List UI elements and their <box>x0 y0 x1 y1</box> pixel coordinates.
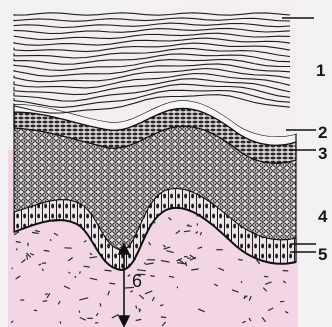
dermis-fiber <box>50 239 51 241</box>
dermis-fiber <box>45 294 48 295</box>
dermis-fiber <box>280 301 285 302</box>
dermis-fiber <box>161 317 166 318</box>
label-6: 6 <box>132 272 142 290</box>
dermis-fiber <box>139 308 140 310</box>
dermis-fiber <box>187 226 192 227</box>
label-1: 1 <box>316 62 325 79</box>
dermis-fiber <box>264 276 268 277</box>
dermis-fiber <box>43 301 48 302</box>
dermis-fiber <box>184 257 188 258</box>
dermis-fiber <box>80 271 81 273</box>
dermis-fiber <box>238 260 242 261</box>
label-5: 5 <box>318 246 327 263</box>
dermis-fiber <box>60 321 61 323</box>
label-3: 3 <box>318 145 327 162</box>
label-2: 2 <box>318 124 327 141</box>
dermis-fiber <box>150 276 154 277</box>
dermis-fiber <box>100 303 101 306</box>
label-4: 4 <box>318 208 327 225</box>
